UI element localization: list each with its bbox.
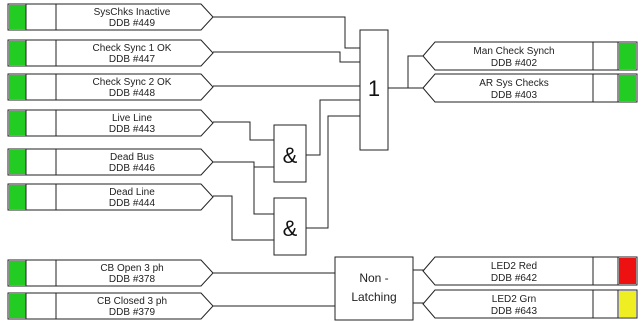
output-ar-sys-checks-label: AR Sys Checks bbox=[479, 78, 548, 89]
input-check-sync-2-ok-status-indicator bbox=[9, 75, 26, 99]
input-dead-bus-ddb: DDB #446 bbox=[109, 163, 156, 174]
wire-liveline-to-and1 bbox=[213, 121, 274, 141]
output-ar-sys-checks-status-indicator bbox=[619, 75, 636, 101]
input-live-line-label: Live Line bbox=[112, 113, 152, 124]
input-dead-line-ddb: DDB #444 bbox=[109, 198, 156, 209]
input-syschks-inactive-label: SysChks Inactive bbox=[94, 7, 171, 18]
wire-deadbus-to-and2 bbox=[253, 167, 274, 215]
non-latching-line1: Non - bbox=[359, 271, 388, 285]
wire-and1-to-or bbox=[306, 99, 360, 156]
wire-deadbus-to-and1 bbox=[213, 161, 274, 168]
input-syschks-inactive-status-indicator bbox=[9, 5, 26, 29]
non-latching-block: Non - Latching bbox=[334, 256, 414, 321]
input-cb-open-3-ph-ddb: DDB #378 bbox=[109, 274, 156, 285]
output-led2-red-status-indicator bbox=[619, 258, 636, 284]
and-gate-2-label: & bbox=[283, 216, 298, 241]
output-man-check-synch-status-indicator bbox=[619, 43, 636, 69]
input-dead-bus-status-indicator bbox=[9, 150, 26, 174]
and-gate-2: & bbox=[273, 197, 307, 256]
input-dead-bus-label: Dead Bus bbox=[110, 152, 154, 163]
output-man-check-synch-ddb: DDB #402 bbox=[491, 58, 538, 69]
output-led2-red-ddb: DDB #642 bbox=[491, 273, 538, 284]
output-man-check-synch-label: Man Check Synch bbox=[473, 46, 554, 57]
wires bbox=[213, 16, 428, 307]
output-led2-grn-label: LED2 Grn bbox=[492, 294, 536, 305]
output-led2-red-label: LED2 Red bbox=[491, 261, 537, 272]
input-cb-closed-3-ph-ddb: DDB #379 bbox=[109, 307, 156, 318]
input-dead-line-status-indicator bbox=[9, 185, 26, 209]
wire-or-to-mancheck bbox=[407, 55, 423, 88]
input-live-line-ddb: DDB #443 bbox=[109, 124, 156, 135]
non-latching-line2: Latching bbox=[351, 290, 396, 304]
input-live-line-status-indicator bbox=[9, 111, 26, 135]
input-cb-closed-3-ph-label: CB Closed 3 ph bbox=[97, 296, 167, 307]
and-gate-1: & bbox=[273, 124, 307, 183]
wire-and2-to-or bbox=[306, 115, 360, 229]
input-cb-open-3-ph-label: CB Open 3 ph bbox=[100, 263, 163, 274]
wire-deadline-to-and2 bbox=[213, 195, 274, 241]
output-led2-grn-ddb: DDB #643 bbox=[491, 306, 538, 317]
input-check-sync-1-ok-status-indicator bbox=[9, 41, 26, 65]
wire-sync1-to-or bbox=[213, 51, 360, 63]
output-ar-sys-checks-ddb: DDB #403 bbox=[491, 90, 538, 101]
or-gate: 1 bbox=[359, 29, 389, 151]
input-syschks-inactive-ddb: DDB #449 bbox=[109, 18, 156, 29]
input-dead-line-label: Dead Line bbox=[109, 187, 155, 198]
wire-syschks-to-or bbox=[213, 16, 360, 49]
or-gate-label: 1 bbox=[368, 76, 380, 101]
input-cb-closed-3-ph-status-indicator bbox=[9, 294, 26, 318]
input-check-sync-2-ok-label: Check Sync 2 OK bbox=[93, 77, 172, 88]
input-check-sync-1-ok-label: Check Sync 1 OK bbox=[93, 43, 172, 54]
input-check-sync-1-ok-ddb: DDB #447 bbox=[109, 54, 156, 65]
input-cb-open-3-ph-status-indicator bbox=[9, 261, 26, 285]
input-check-sync-2-ok-ddb: DDB #448 bbox=[109, 88, 156, 99]
output-led2-grn-status-indicator bbox=[619, 291, 636, 317]
and-gate-1-label: & bbox=[283, 143, 298, 168]
